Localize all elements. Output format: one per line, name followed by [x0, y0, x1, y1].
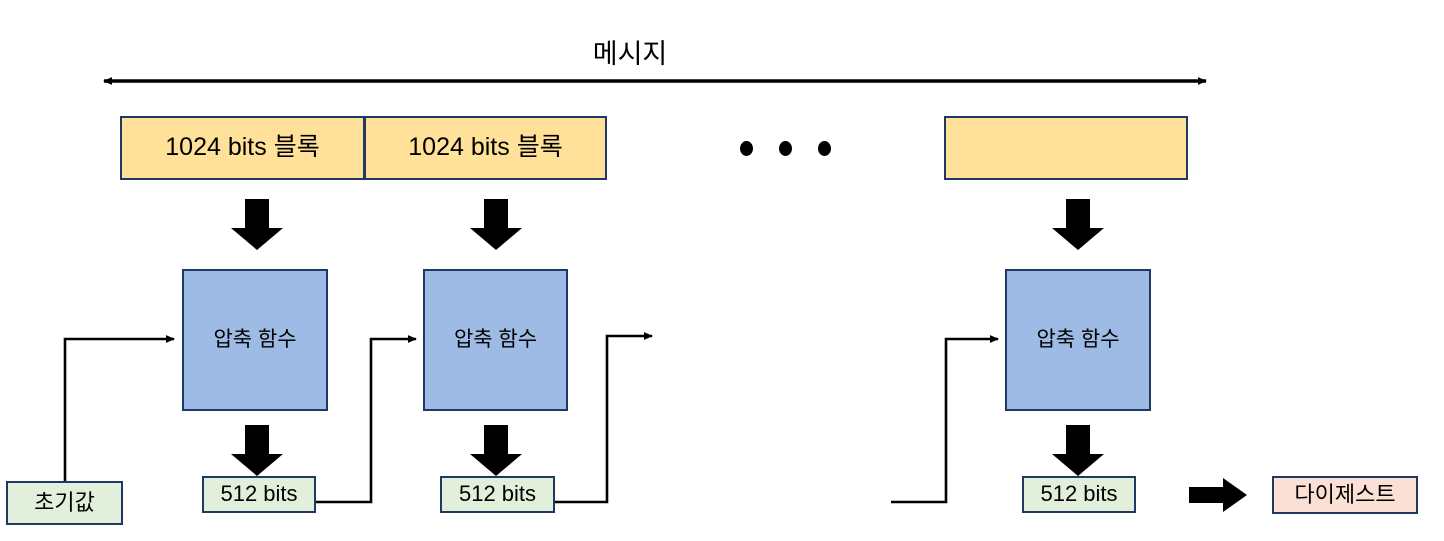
digest-box[interactable]: 다이제스트: [1272, 476, 1418, 514]
chaining-to-digest-arrow: [1189, 478, 1247, 512]
compression-function-2[interactable]: 압축 함수: [423, 269, 568, 411]
chaining-value-3[interactable]: 512 bits: [1022, 476, 1136, 513]
compression-function-2-label: 압축 함수: [453, 328, 538, 352]
chaining-value-1-label: 512 bits: [220, 481, 298, 507]
chaining-value-1[interactable]: 512 bits: [202, 476, 316, 513]
chaining-n-feedback-line: [891, 335, 999, 504]
chaining-value-2-label: 512 bits: [458, 481, 537, 507]
compression-function-3[interactable]: 압축 함수: [1005, 269, 1151, 411]
initial-value-box[interactable]: 초기값: [6, 481, 123, 525]
compression-function-1-label: 압축 함수: [213, 328, 297, 352]
block-to-compression-arrow-1: [231, 199, 283, 250]
message-block-1-label: 1024 bits 블록: [165, 133, 320, 162]
initial-value-label: 초기값: [34, 489, 95, 515]
block-to-compression-arrow-3: [1052, 199, 1104, 250]
chaining-value-3-label: 512 bits: [1040, 481, 1118, 507]
message-block-1[interactable]: 1024 bits 블록: [120, 116, 365, 180]
message-block-2-label: 1024 bits 블록: [408, 133, 563, 162]
blocks-ellipsis: [740, 141, 831, 156]
chaining-1-feedback-line: [316, 335, 417, 504]
message-block-last[interactable]: [944, 116, 1188, 180]
ellipsis-dot-1: [740, 141, 753, 156]
message-block-2[interactable]: 1024 bits 블록: [364, 116, 607, 180]
compression-to-chaining-arrow-1: [231, 425, 283, 476]
ellipsis-dot-2: [779, 141, 792, 156]
compression-function-1[interactable]: 압축 함수: [182, 269, 328, 411]
block-to-compression-arrow-2: [470, 199, 522, 250]
ellipsis-dot-3: [818, 141, 831, 156]
message-label: 메시지: [592, 39, 668, 69]
compression-to-chaining-arrow-3: [1052, 425, 1104, 476]
chaining-2-feedback-line: [555, 332, 653, 504]
digest-label: 다이제스트: [1294, 481, 1396, 507]
compression-function-3-label: 압축 함수: [1036, 328, 1120, 352]
compression-to-chaining-arrow-2: [470, 425, 522, 476]
initial-value-feedback-line: [63, 335, 175, 489]
chaining-value-2[interactable]: 512 bits: [440, 476, 555, 513]
